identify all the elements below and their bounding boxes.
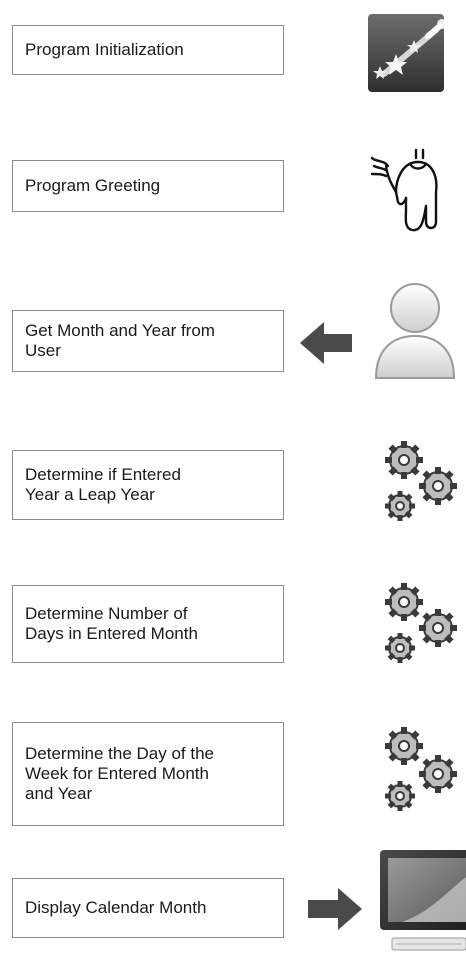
step-label: Program Initialization: [25, 40, 184, 59]
user-icon: [370, 278, 460, 384]
waving-figure-icon: [366, 140, 446, 236]
step-box-display-calendar: Display Calendar Month: [12, 878, 284, 938]
gears-icon: [380, 582, 460, 668]
step-label: Determine the Day of the Week for Entere…: [25, 744, 214, 803]
gears-icon: [380, 440, 460, 526]
step-label: Program Greeting: [25, 176, 161, 195]
step-box-leap-year: Determine if Entered Year a Leap Year: [12, 450, 284, 520]
step-label: Determine Number of Days in Entered Mont…: [25, 604, 198, 643]
arrow-left-icon: [298, 320, 354, 366]
step-box-initialization: Program Initialization: [12, 25, 284, 75]
step-box-get-month-year: Get Month and Year from User: [12, 310, 284, 372]
monitor-icon: [372, 846, 466, 954]
arrow-right-icon: [306, 886, 364, 932]
step-label: Display Calendar Month: [25, 898, 207, 917]
step-box-day-of-week: Determine the Day of the Week for Entere…: [12, 722, 284, 826]
step-label: Determine if Entered Year a Leap Year: [25, 465, 181, 504]
gears-icon: [380, 726, 460, 816]
step-box-greeting: Program Greeting: [12, 160, 284, 212]
step-box-days-in-month: Determine Number of Days in Entered Mont…: [12, 585, 284, 663]
step-label: Get Month and Year from User: [25, 321, 215, 360]
magic-wand-icon: [366, 10, 454, 96]
